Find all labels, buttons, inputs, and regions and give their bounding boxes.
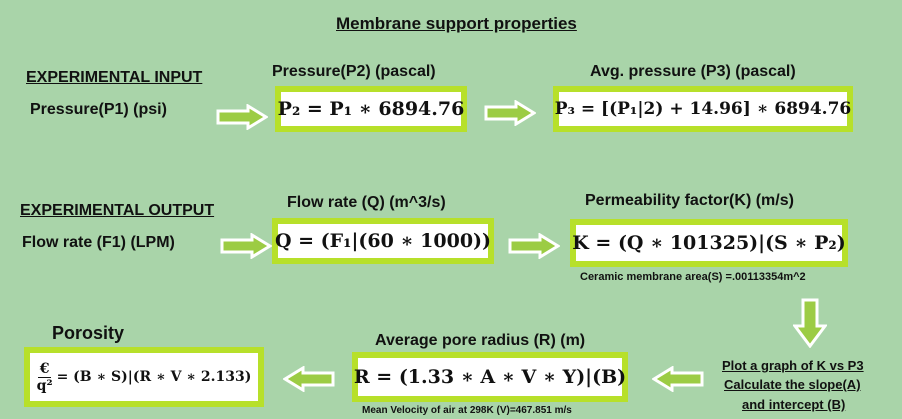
flow-rate-q-label: Flow rate (Q) (m^3/s) [287,194,446,211]
arrow-left-icon [652,366,704,392]
r-formula: R = (1.33 ∗ A ∗ V ∗ Y)|(B) [354,358,626,396]
p2-formula: P₂ = P₁ ∗ 6894.76 [278,92,464,126]
plot-instruction-2: Calculate the slope(A) [724,377,861,392]
pressure-p2-label: Pressure(P2) (pascal) [272,63,436,80]
p3-formula-box: P₃ = [(P₁|2) + 14.96] ∗ 6894.76 [553,86,853,132]
r-formula-box: R = (1.33 ∗ A ∗ V ∗ Y)|(B) [352,352,628,402]
ceramic-membrane-area-note: Ceramic membrane area(S) =.00113354m^2 [580,271,806,283]
flow-rate-f1-label: Flow rate (F1) (LPM) [22,234,175,251]
k-formula-box: K = (Q ∗ 101325)|(S ∗ P₂) [570,219,848,267]
porosity-label: Porosity [52,323,125,343]
arrow-left-icon [283,366,335,392]
experimental-output-heading: EXPERIMENTAL OUTPUT [20,202,215,219]
k-formula: K = (Q ∗ 101325)|(S ∗ P₂) [572,225,846,261]
permeability-factor-label: Permeability factor(K) (m/s) [585,192,794,209]
porosity-formula: € q² = (B ∗ S)|(R ∗ V ∗ 2.133) [30,353,258,401]
mean-velocity-note: Mean Velocity of air at 298K (V)=467.851… [362,405,572,416]
experimental-input-heading: EXPERIMENTAL INPUT [26,69,203,86]
pressure-p1-label: Pressure(P1) (psi) [30,101,167,118]
arrow-right-icon [508,233,560,259]
porosity-fraction: € q² [37,361,53,394]
page-title: Membrane support properties [336,14,577,33]
arrow-right-icon [216,104,268,130]
arrow-right-icon [484,100,536,126]
p2-formula-box: P₂ = P₁ ∗ 6894.76 [275,86,467,132]
arrow-down-icon [793,298,827,348]
p3-formula: P₃ = [(P₁|2) + 14.96] ∗ 6894.76 [555,92,851,126]
porosity-denominator: q² [36,377,53,394]
porosity-numerator: € [37,360,52,378]
porosity-formula-box: € q² = (B ∗ S)|(R ∗ V ∗ 2.133) [24,347,264,407]
arrow-right-icon [220,233,272,259]
plot-instruction-3: and intercept (B) [742,397,846,412]
plot-instruction-1: Plot a graph of K vs P3 [722,358,864,373]
porosity-rhs: = (B ∗ S)|(R ∗ V ∗ 2.133) [56,369,252,385]
average-pore-radius-label: Average pore radius (R) (m) [375,332,586,349]
q-formula-box: Q = (F₁|(60 ∗ 1000)) [272,218,494,264]
q-formula: Q = (F₁|(60 ∗ 1000)) [275,224,491,258]
avg-pressure-p3-label: Avg. pressure (P3) (pascal) [590,63,796,80]
